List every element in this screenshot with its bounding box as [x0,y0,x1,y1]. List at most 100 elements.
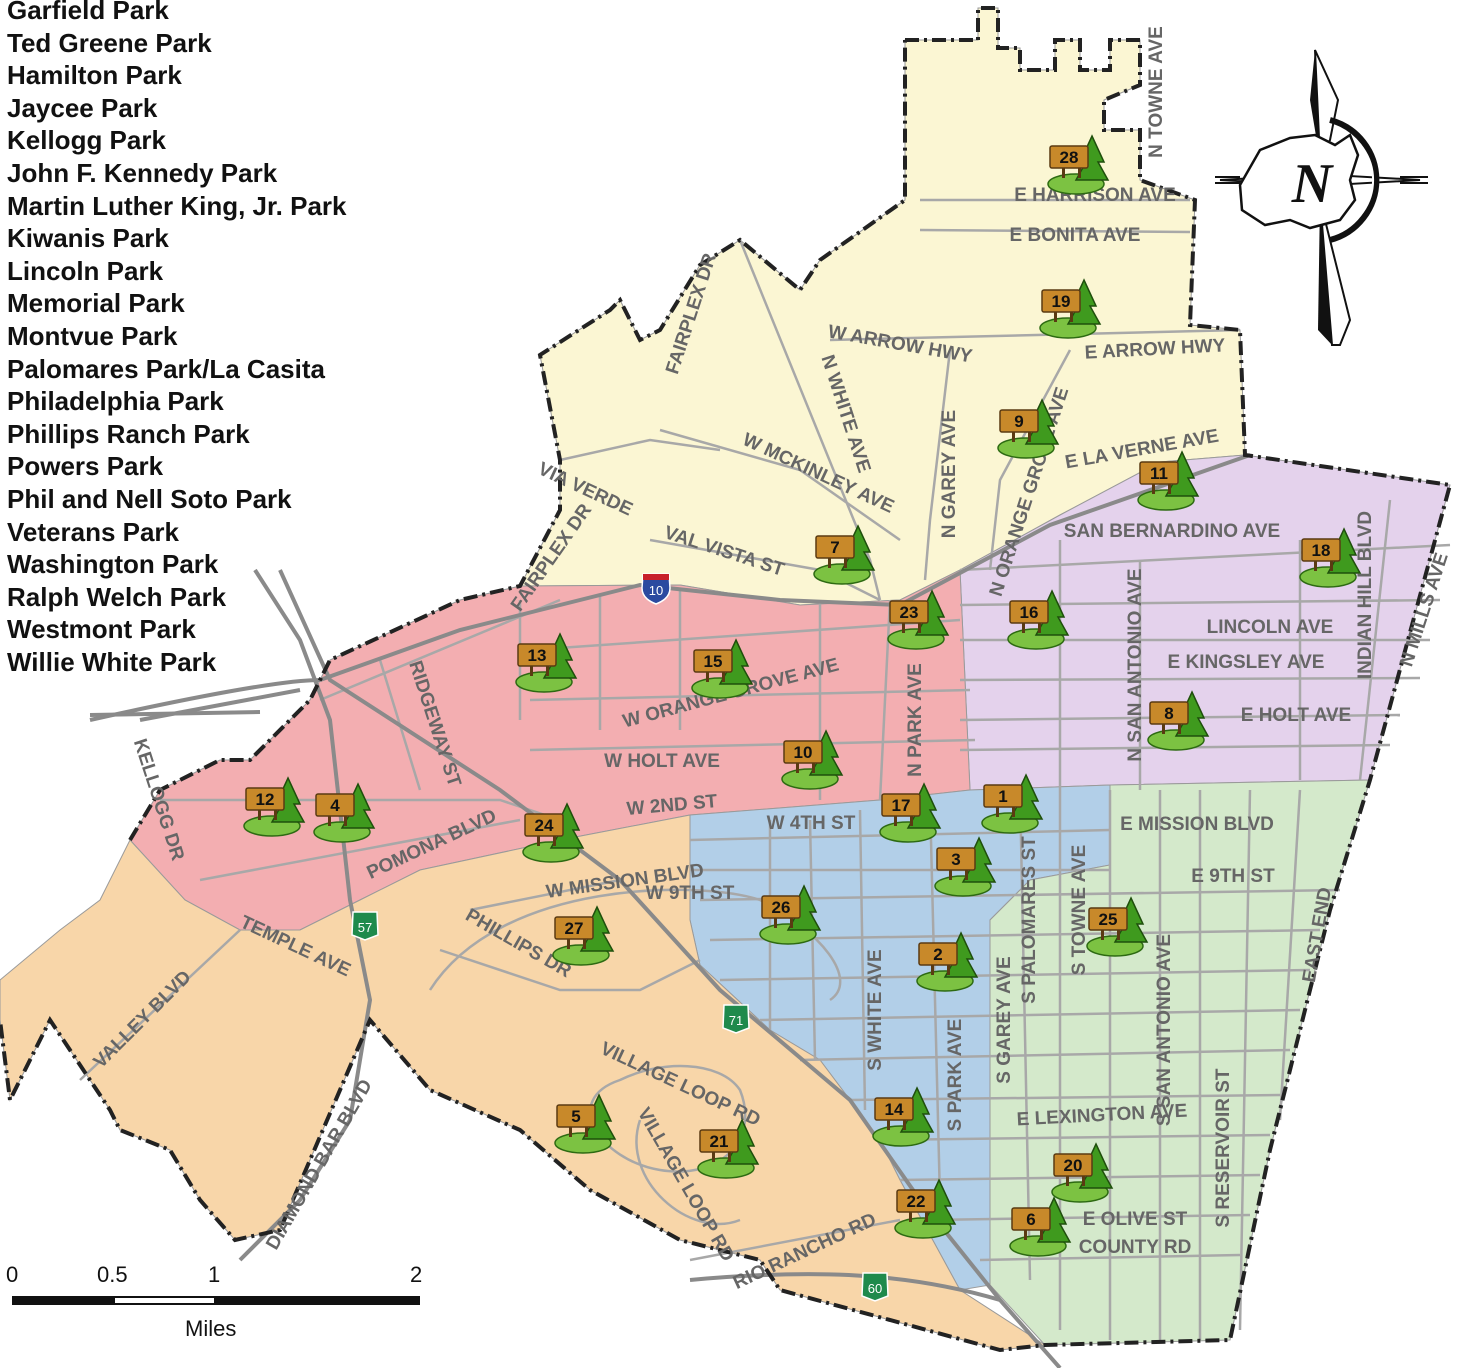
park-marker: 7 [813,524,876,585]
street-label: S RESERVOIR ST [1213,1068,1234,1227]
street-label: W 9TH ST [646,883,735,904]
shield-number: 60 [868,1281,882,1296]
park-legend-item: Washington Park [7,549,219,580]
park-marker: 14 [872,1086,935,1147]
park-legend-item: John F. Kennedy Park [7,157,278,188]
park-number: 7 [830,538,839,557]
street-label: N PARK AVE [905,663,926,777]
highway-shields: 10 57 71 60 [351,573,889,1302]
park-number: 10 [794,743,813,762]
scale-tick-label: 0.5 [97,1262,128,1287]
park-legend-item: Montvue Park [7,320,178,351]
street-label: S GAREY AVE [994,956,1015,1083]
state-route-shield: 57 [351,911,379,941]
street-label: N TOWNE AVE [1146,26,1167,158]
park-number: 28 [1060,148,1079,167]
park-number: 19 [1052,292,1071,311]
street-label: S TOWNE AVE [1069,845,1090,976]
park-legend-item: Powers Park [7,451,164,482]
park-marker: 6 [1009,1196,1072,1257]
shield-number: 10 [649,583,663,598]
park-number: 25 [1099,910,1118,929]
street-label: E HOLT AVE [1241,705,1351,726]
park-marker: 16 [1007,589,1070,650]
scale-tick-label: 2 [410,1262,423,1287]
park-legend-item: Garfield Park [7,0,169,25]
park-legend-item: Philadelphia Park [7,386,224,417]
street-label: S PARK AVE [945,1019,966,1132]
street-label: SAN BERNARDINO AVE [1064,521,1280,542]
park-number: 1 [998,787,1007,806]
park-legend-item: Hamilton Park [7,60,182,91]
park-legend-item: Martin Luther King, Jr. Park [7,190,347,221]
park-legend-item: Westmont Park [7,614,196,645]
park-marker: 4 [313,782,376,843]
park-legend-item: Veterans Park [7,516,180,547]
park-number: 24 [535,816,554,835]
street-label: E MISSION BLVD [1120,814,1274,835]
street-label: E BONITA AVE [1010,225,1141,246]
park-number: 5 [571,1107,580,1126]
park-number: 3 [951,850,960,869]
park-number: 27 [565,919,584,938]
park-number: 22 [907,1192,926,1211]
park-number: 20 [1064,1156,1083,1175]
park-marker: 28 [1047,134,1110,195]
park-marker: 21 [697,1118,760,1179]
street-label: S PALOMARES ST [1019,836,1040,1004]
scale-units-label: Miles [185,1316,237,1341]
park-marker: 22 [894,1178,957,1239]
park-number: 6 [1026,1210,1035,1229]
park-legend-item: Willie White Park [7,646,217,677]
park-marker: 10 [781,729,844,790]
park-number: 9 [1014,412,1023,431]
state-route-shield: 71 [722,1004,750,1034]
park-legend-item: Phil and Nell Soto Park [7,483,292,514]
street-label: LINCOLN AVE [1207,617,1334,638]
street-label: E KINGSLEY AVE [1168,652,1325,673]
shield-number: 71 [729,1013,743,1028]
north-arrow: N [1215,49,1428,346]
scale-bar: 0 0.5 1 2 Miles [0,1262,440,1352]
scale-tick-label: 1 [208,1262,221,1287]
park-legend-item: Ralph Welch Park [7,581,227,612]
park-marker: 11 [1137,450,1200,511]
park-legend-item: Kiwanis Park [7,223,169,254]
scale-segment-black [12,1296,115,1305]
park-number: 17 [892,796,911,815]
park-marker: 13 [515,632,578,693]
park-number: 12 [256,790,275,809]
park-legend-item: Ted Greene Park [7,27,212,58]
street-label: N SAN ANTONIO AVE [1125,568,1146,761]
park-marker: 12 [243,776,306,837]
scale-tick-label: 0 [6,1262,19,1287]
street-label: W HOLT AVE [604,751,720,772]
park-marker: 23 [887,589,950,650]
park-marker: 2 [916,931,979,992]
park-marker: 27 [552,905,615,966]
park-legend-item: Phillips Ranch Park [7,418,250,449]
park-marker: 9 [997,398,1060,459]
park-number: 2 [933,945,942,964]
street-label: N GAREY AVE [939,410,960,538]
park-legend-item: Memorial Park [7,288,185,319]
shield-number: 57 [358,920,372,935]
state-route-shield: 60 [861,1272,889,1302]
park-marker: 15 [691,638,754,699]
scale-segment-white [115,1296,214,1305]
park-legend-item: Lincoln Park [7,255,164,286]
street-label: INDIAN HILL BLVD [1355,511,1376,679]
park-legend-item: Palomares Park/La Casita [7,353,325,384]
park-marker: 20 [1051,1142,1114,1203]
street-label: E 9TH ST [1191,866,1275,887]
park-marker: 25 [1086,896,1149,957]
park-marker: 3 [934,836,997,897]
park-number: 16 [1020,603,1039,622]
park-number: 21 [710,1132,729,1151]
park-marker: 18 [1299,527,1362,588]
park-marker: 8 [1147,690,1210,751]
street-label: S SAN ANTONIO AVE [1154,934,1175,1126]
